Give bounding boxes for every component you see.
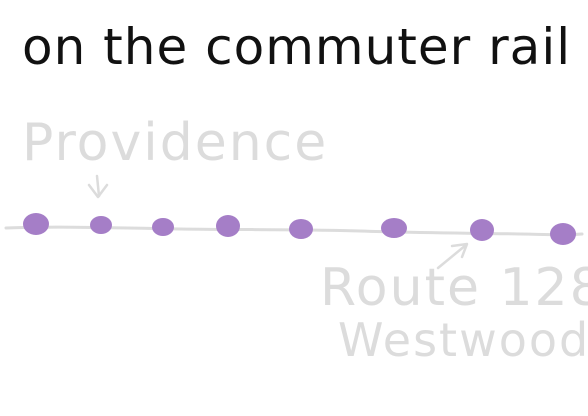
rail-stop [550, 223, 576, 245]
arrow-route128 [436, 242, 469, 270]
rail-stop [216, 215, 240, 237]
stops [23, 213, 576, 245]
rail-stop [90, 216, 112, 234]
label-westwood: Westwood [338, 313, 588, 367]
label-providence: Providence [22, 113, 328, 173]
rail-stop [152, 218, 174, 236]
rail-stop [381, 218, 407, 238]
rail-stop [23, 213, 49, 235]
arrow-providence [87, 174, 109, 199]
rail-stop [289, 219, 313, 239]
label-route128: Route 128 [320, 258, 588, 318]
title: on the commuter rail [22, 18, 571, 76]
rail-stop [470, 219, 494, 241]
